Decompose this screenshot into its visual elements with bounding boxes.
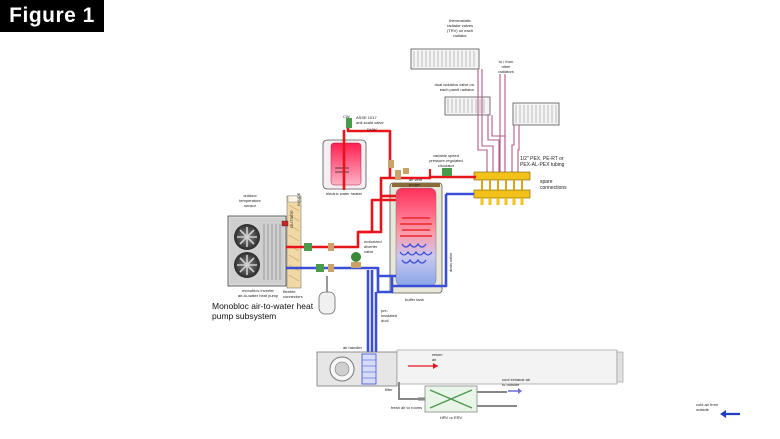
drain-label: drain valve [448,252,453,272]
to-from-label-3: radiators [498,69,514,74]
exhaust-arrow [508,388,522,394]
air-handler [316,351,398,387]
pex-label-2: PEX-AL-PEX tubing [520,162,565,168]
pipe-fittings [304,118,452,272]
spare-label-1: spare [540,179,553,185]
buffer-label: buffer tank [405,297,424,302]
figure-label: Figure 1 [0,0,104,32]
outdoor-sensor-label-3: sensor [244,203,257,208]
radiator-tubing [477,69,520,175]
trv-label-2: radiator valves [447,23,473,28]
inverter-label-2: air-to-water heat pump [238,293,279,298]
dual-isolation-label-1: dual isolation valve on [435,82,474,87]
outdoor-sensor [281,220,289,227]
pre-insulated-label-1: pre- [381,308,389,313]
cold-air-arrow [720,410,740,418]
to-from-label-2: other [501,64,511,69]
inside-label: INSIDE [296,192,301,206]
electric-heater-label: electric water heater [326,191,363,196]
return-piping [286,192,474,356]
subsystem-label-1: Monobloc air-to-water heat [212,301,314,311]
trv-label-4: radiator [453,33,467,38]
filter-label: filter [385,387,393,392]
panel-radiator-right [512,102,560,126]
air-vent-label-1: air vent [409,177,423,182]
return-air-label-1: return [432,352,442,357]
outside-wall [286,195,302,289]
panel-radiator-top [410,48,480,70]
hrv-erv [398,382,517,413]
diverter-label-3: valve [364,249,374,254]
outdoor-sensor-label-2: temperature [239,198,261,203]
cool-exhaust-label-1: cool exhaust air [502,377,531,382]
dhw-label: DHW [367,127,377,132]
circulator-label-3: circulator [438,163,455,168]
trv-label-1: thermostatic [449,18,471,23]
expansion-tank [318,276,336,315]
pre-insulated-label-3: duct [381,318,389,323]
cold-air-label-2: outside [696,407,710,412]
inverter-label-1: monobloc inverter [242,288,274,293]
heat-pump-unit [227,215,287,287]
pex-label-1: 1/2" PEX, PE-RT or [520,156,564,162]
buffer-tank [389,182,443,294]
supply-piping [286,127,476,249]
return-air-label-2: air [432,357,437,362]
air-vent-label-2: purger [409,182,421,187]
cold-air-label-1: cold air from [696,402,719,407]
labels: thermostatic radiator valves (TRV) on ea… [212,18,719,420]
cw-label: CW [343,114,350,119]
trv-label-3: (TRV) on each [447,28,473,33]
circulator-label-2: pressure-regulated [429,158,463,163]
flexible-label-2: connectors [283,294,303,299]
flexible-label-1: flexible [283,289,296,294]
asse-label-1: ASSE 1017 [356,115,377,120]
asse-label-2: anti-scald valve [356,120,384,125]
spare-label-2: connections [540,185,567,191]
panel-radiator-middle [444,96,491,116]
fresh-air-label: fresh air to rooms [391,405,422,410]
air-handler-label: air handler [343,345,363,350]
dual-isolation-label-2: each panel radiator [440,87,475,92]
circulator-label-1: variable speed [433,153,459,158]
outdoor-sensor-label-1: outdoor [243,193,257,198]
diverter-label-2: diverter [364,244,378,249]
diverter-label-1: motorized [364,239,382,244]
duct [396,349,624,385]
subsystem-label-2: pump subsystem [212,311,276,321]
to-from-label-1: to / from [499,59,514,64]
cool-exhaust-label-2: to outside [502,382,520,387]
pre-insulated-label-2: insulated [381,313,397,318]
manifold [473,171,531,205]
outside-label: OUTSIDE [289,210,294,228]
hrv-label: HRV or ERV [440,415,463,420]
